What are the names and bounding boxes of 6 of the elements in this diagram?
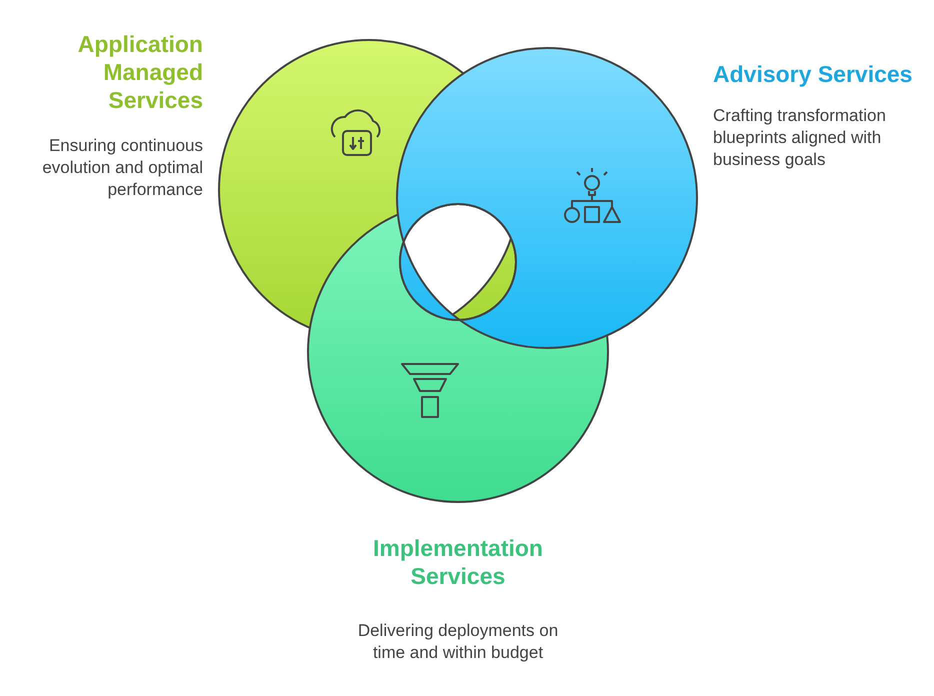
description: Delivering deployments on time and within budget (356, 620, 560, 664)
heading: Advisory Services (713, 60, 914, 88)
heading: Application Managed Services (76, 30, 203, 114)
description: Ensuring continuous evolution and optimal performance (41, 135, 203, 201)
heading: Implementation Services (372, 534, 544, 590)
description: Crafting transformation blueprints aligned with business goals (713, 105, 887, 171)
